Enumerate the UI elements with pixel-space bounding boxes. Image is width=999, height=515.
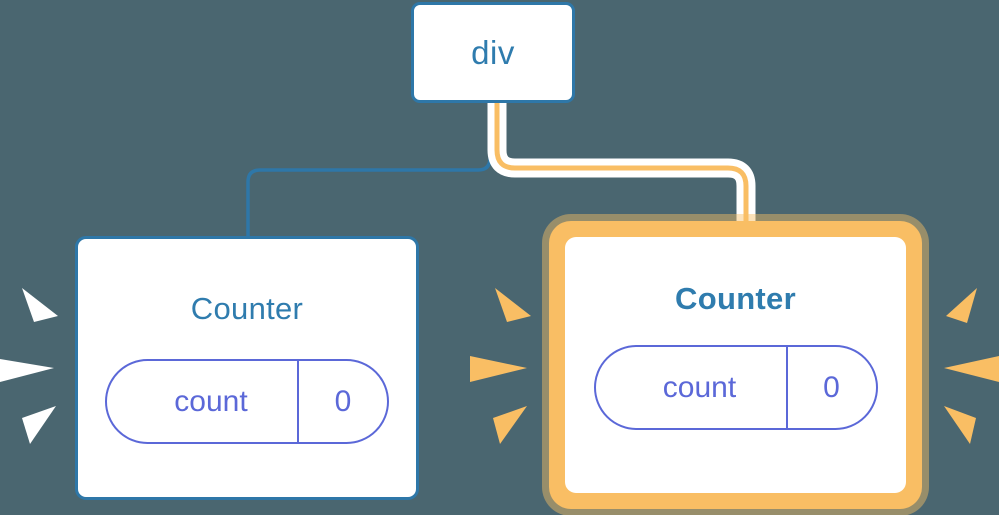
state-pill-left: count 0 xyxy=(105,359,389,444)
burst-ray-icon xyxy=(0,359,54,382)
node-div-label: div xyxy=(471,33,515,71)
burst-ray-icon xyxy=(22,288,58,322)
edge-div-to-counter-right xyxy=(494,100,749,235)
burst-ray-icon xyxy=(944,406,976,444)
edge-div-to-counter-left xyxy=(246,101,492,238)
state-key-label: count xyxy=(662,370,737,404)
state-key-label: count xyxy=(174,384,248,418)
burst-ray-icon xyxy=(495,288,531,322)
burst-right-counter-right-side xyxy=(944,288,999,444)
state-pill-right: count 0 xyxy=(593,345,878,430)
burst-right-counter-left-side xyxy=(470,288,531,444)
burst-ray-icon xyxy=(470,356,527,382)
state-value-label: 0 xyxy=(297,361,387,442)
burst-ray-icon xyxy=(944,356,999,382)
burst-left-counter xyxy=(0,288,58,444)
node-counter-left-title: Counter xyxy=(190,291,304,326)
burst-ray-icon xyxy=(493,406,527,444)
burst-ray-icon xyxy=(22,406,56,444)
state-value-label: 0 xyxy=(785,347,876,428)
burst-ray-icon xyxy=(946,288,977,323)
node-counter-right-title: Counter xyxy=(675,281,796,316)
node-counter-left[interactable]: Counter count 0 xyxy=(75,236,419,500)
node-counter-right[interactable]: Counter count 0 xyxy=(549,221,922,509)
node-counter-right-inner: Counter count 0 xyxy=(565,237,906,493)
node-div[interactable]: div xyxy=(411,2,575,103)
